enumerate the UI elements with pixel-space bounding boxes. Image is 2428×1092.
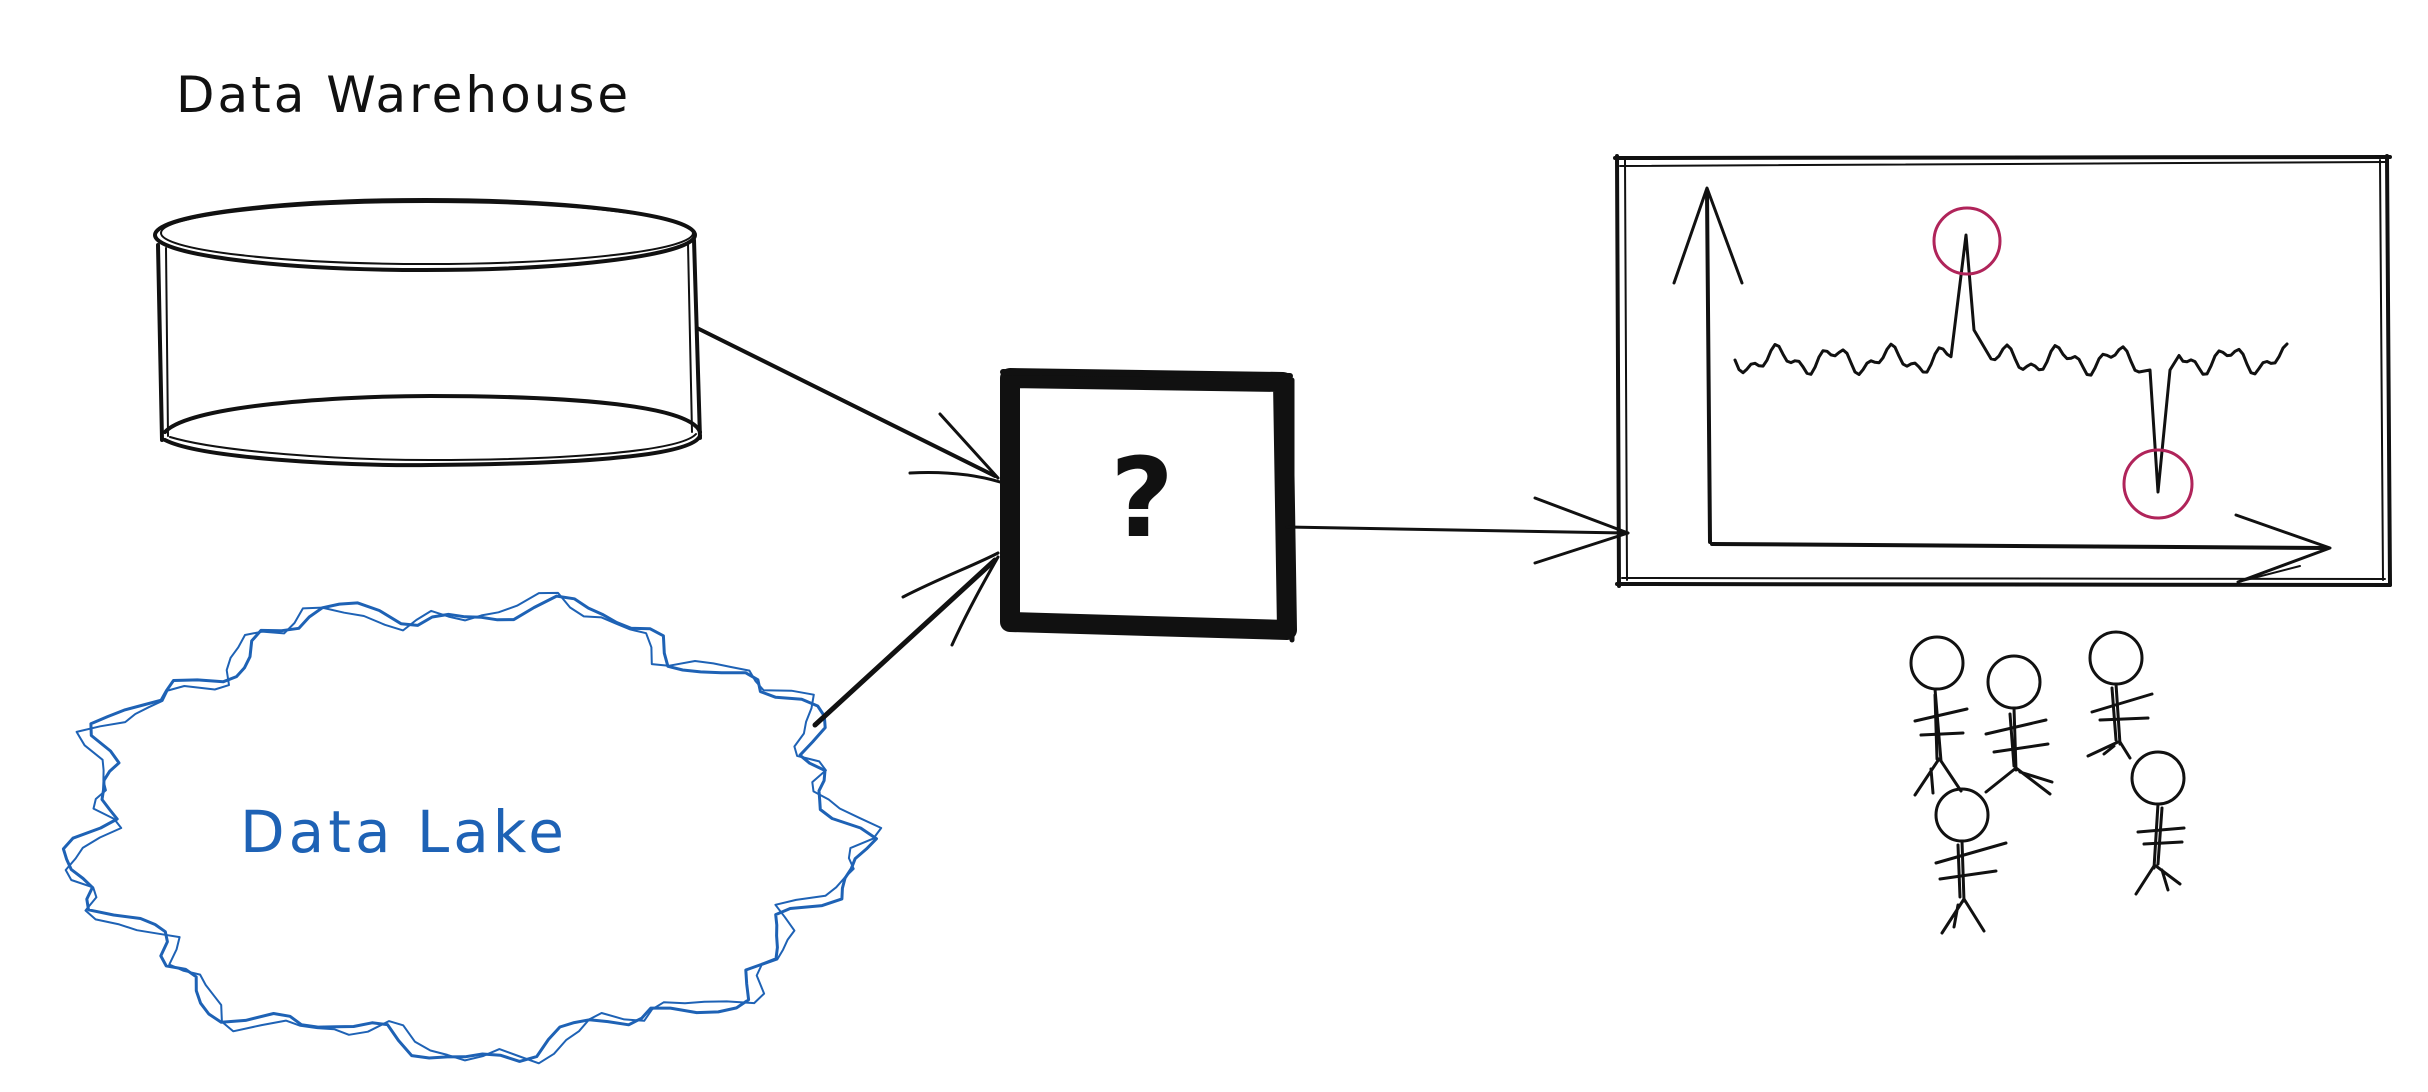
stick-figure-icon bbox=[1934, 787, 2008, 935]
processor-label: ? bbox=[1110, 434, 1174, 562]
database-cylinder-icon bbox=[153, 198, 702, 468]
black-box-icon: ? bbox=[1000, 368, 1297, 643]
lake-label: Data Lake bbox=[240, 798, 568, 866]
stick-figure-icon bbox=[2086, 630, 2154, 760]
warehouse-to-processor-arrow bbox=[695, 326, 1002, 484]
dashboard-frame bbox=[1613, 154, 2392, 588]
processor-to-dashboard-arrow bbox=[1285, 496, 1630, 565]
cloud-icon bbox=[61, 591, 883, 1065]
stick-figure-icon bbox=[1984, 654, 2054, 796]
lake-to-processor-arrow bbox=[812, 551, 1000, 728]
stick-figure-icon bbox=[1909, 635, 1969, 797]
anomaly-marker-high bbox=[1932, 206, 2002, 276]
stick-figure-icon bbox=[2130, 750, 2186, 896]
users-group bbox=[1909, 630, 2186, 935]
anomaly-marker-low bbox=[2122, 448, 2194, 520]
warehouse-title: Data Warehouse bbox=[176, 66, 631, 124]
line-chart-icon bbox=[1672, 186, 2332, 584]
